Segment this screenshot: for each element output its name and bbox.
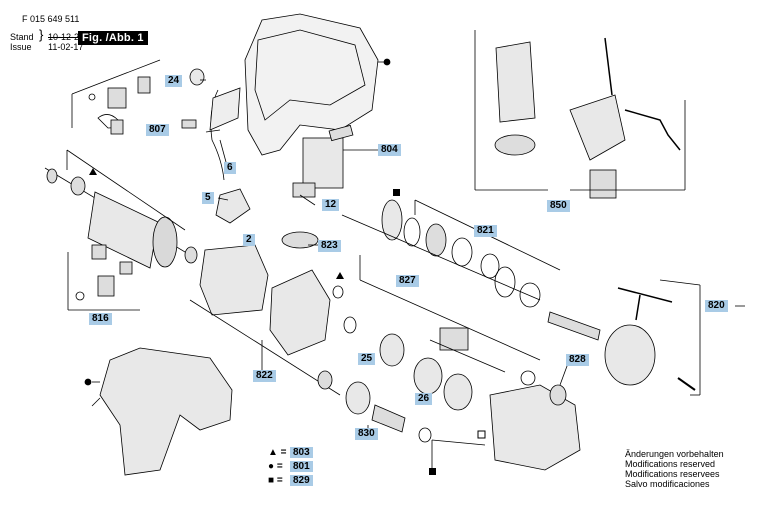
part-label-24[interactable]: 24: [165, 75, 183, 87]
part-label-12[interactable]: 12: [322, 199, 340, 211]
part-label-804[interactable]: 804: [378, 144, 401, 156]
part-label-827[interactable]: 827: [396, 275, 419, 287]
part-label-823[interactable]: 823: [318, 240, 341, 252]
switch-part: [302, 137, 344, 189]
part-label-850[interactable]: 850: [547, 200, 570, 212]
legend-symbol: ▲ =: [268, 447, 287, 458]
part-label-822[interactable]: 822: [253, 370, 276, 382]
legend-code: 801: [290, 461, 313, 472]
bracket-glyph: }: [39, 27, 44, 42]
drill-housing: [99, 347, 233, 476]
legend-row-circle: ● = 801: [268, 461, 313, 473]
gear-housing: [489, 384, 581, 471]
stator-part: [199, 244, 269, 316]
part-label-25[interactable]: 25: [358, 353, 376, 365]
note-line: Modifications reservees: [625, 469, 720, 479]
note-line: Salvo modificaciones: [625, 479, 710, 489]
part-label-5[interactable]: 5: [202, 192, 214, 204]
issue-label: Issue: [10, 42, 32, 52]
triangle-marker: [89, 168, 97, 175]
legend-symbol: ■ =: [268, 475, 283, 486]
legend-row-square: ■ = 829: [268, 475, 313, 487]
modification-notes: Änderungen vorbehalten Modifications res…: [625, 449, 724, 489]
chuck-key: [617, 287, 673, 321]
note-line: Änderungen vorbehalten: [625, 449, 724, 459]
doc-number: F 015 649 511: [22, 14, 80, 24]
issue-date: 11-02-17: [48, 42, 84, 52]
part-label-828[interactable]: 828: [566, 354, 589, 366]
stand-date: 10-12-22: [48, 32, 85, 42]
part-label-2[interactable]: 2: [243, 234, 255, 246]
part-label-26[interactable]: 26: [415, 393, 433, 405]
figure-label: Fig. /Abb. 1: [78, 31, 148, 45]
stand-label: Stand: [10, 32, 34, 42]
legend-row-triangle: ▲ =803: [268, 447, 313, 459]
part-label-6[interactable]: 6: [224, 162, 236, 174]
part-label-816[interactable]: 816: [89, 313, 112, 325]
plug-part: [215, 188, 251, 224]
note-line: Modifications reserved: [625, 459, 716, 469]
legend-code: 803: [290, 447, 313, 458]
legend-symbol: ● =: [268, 461, 283, 472]
part-label-830[interactable]: 830: [355, 428, 378, 440]
housing-half: [244, 13, 379, 156]
legend-code: 829: [290, 475, 313, 486]
part-label-820[interactable]: 820: [705, 300, 728, 312]
part-label-807[interactable]: 807: [146, 124, 169, 136]
armature-part: [87, 191, 159, 269]
aux-handle: [495, 41, 536, 123]
bearing-plate: [269, 269, 331, 356]
part-label-821[interactable]: 821: [474, 225, 497, 237]
